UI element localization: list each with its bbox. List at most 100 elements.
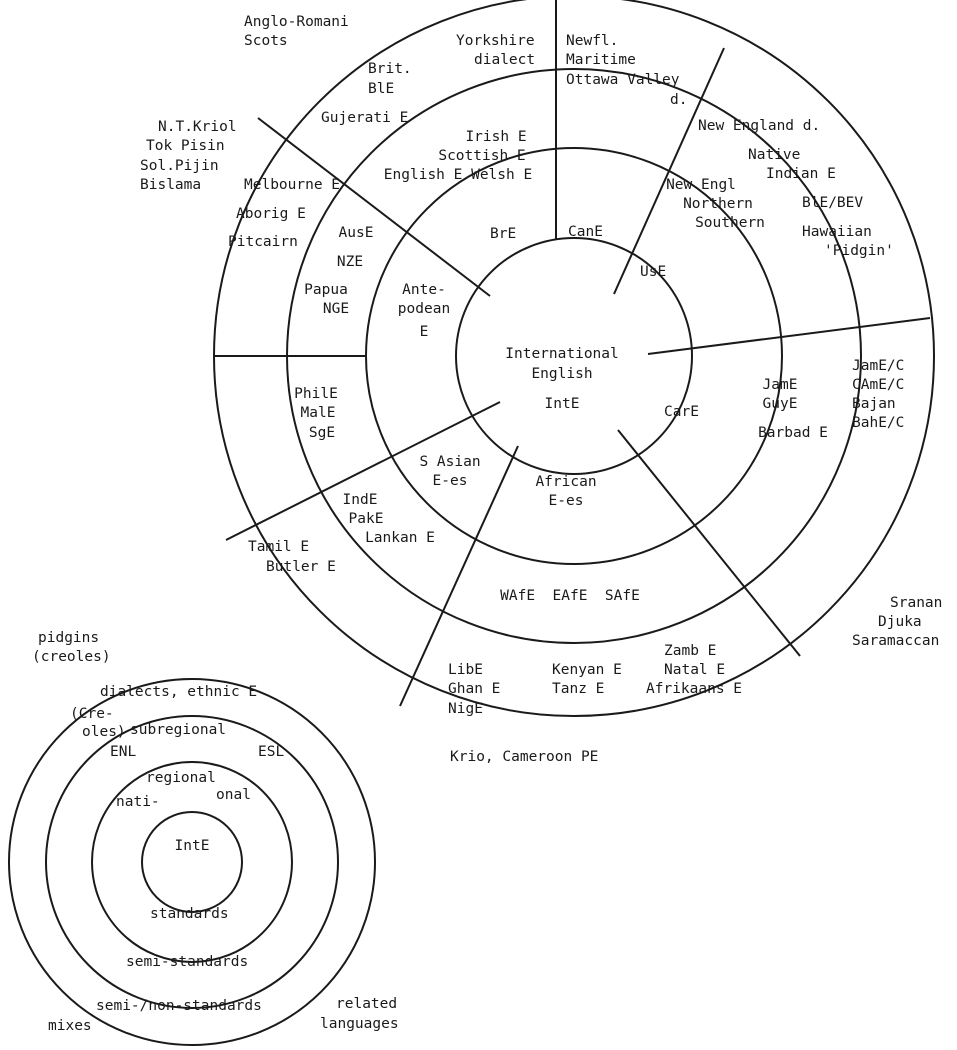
middle-southasian-line1: IndE <box>343 492 378 508</box>
outer-african-south-line3: Afrikaans E <box>646 681 742 697</box>
outer-us-line5: Hawaiian <box>802 224 872 240</box>
outer-caribbean-line4: BahE/C <box>852 415 904 431</box>
outer-african-south-line1: Zamb E <box>664 643 716 659</box>
outer-canadian-line3: Ottawa Valley <box>566 72 680 88</box>
outside-right-line2: Djuka <box>878 614 922 630</box>
key-related-line1: related <box>336 996 397 1012</box>
key-national-line2: onal <box>216 787 251 803</box>
spoke-antepodean-brE <box>257 117 491 297</box>
inner-brE: BrE <box>490 226 516 242</box>
outer-caribbean-line3: Bajan <box>852 396 896 412</box>
center-label-line1: International <box>505 346 619 362</box>
center-label-line2: English <box>531 366 592 382</box>
outer-british-line1: Brit. <box>368 61 412 77</box>
key-esl: ESL <box>258 744 284 760</box>
outer-australasian-line1: Melbourne E <box>244 177 340 193</box>
inner-african-line1: African <box>535 474 596 490</box>
key-third-ring <box>91 761 293 963</box>
inner-african-line2: E-es <box>549 493 584 509</box>
key-mixes: mixes <box>48 1018 92 1034</box>
key-pidgins-line1: pidgins <box>38 630 99 646</box>
middle-african: WAfE EAfE SAfE <box>500 588 640 604</box>
middle-seasian-line3: SgE <box>309 425 335 441</box>
outer-yorkshire-line1: Yorkshire <box>456 33 535 49</box>
key-standards: standards <box>150 906 229 922</box>
center-label-line3: IntE <box>545 396 580 412</box>
outer-us-line6: 'Pidgin' <box>824 243 894 259</box>
middle-seasian-line1: PhilE <box>294 386 338 402</box>
outer-southasian-line2: Butler E <box>266 559 336 575</box>
outer-us-line2: Native <box>748 147 800 163</box>
outer-african-south-line2: Natal E <box>664 662 725 678</box>
middle-australasian-line2: NZE <box>337 254 363 270</box>
spoke-canE-usE <box>613 47 725 295</box>
key-circle-diagram: pidgins (creoles) dialects, ethnic E (Cr… <box>8 630 399 1046</box>
outer-australasian-line3: Pitcairn <box>228 234 298 250</box>
main-circle-diagram: International English IntE BrE CanE UsE … <box>140 0 942 765</box>
outside-left-line1: N.T.Kriol <box>158 119 237 135</box>
key-semi-standards: semi-standards <box>126 954 248 970</box>
middle-seasian-line2: MalE <box>301 405 336 421</box>
middle-british-line3: English E Welsh E <box>384 167 532 183</box>
key-subregional: subregional <box>130 722 226 738</box>
inner-carE: CarE <box>664 404 699 420</box>
outer-african-west-line1: LibE <box>448 662 483 678</box>
spoke-sasian-seasian <box>225 401 501 541</box>
key-creoles-line2: oles) <box>82 724 126 740</box>
inner-sasian-line1: S Asian <box>419 454 480 470</box>
outside-bottom: Krio, Cameroon PE <box>450 749 598 765</box>
outer-us-line1: New England d. <box>698 118 820 134</box>
middle-caribbean-line2: GuyE <box>763 396 798 412</box>
key-related-line2: languages <box>320 1016 399 1032</box>
outer-british-line3: Gujerati E <box>321 110 408 126</box>
inner-antepodean-line1: Ante- <box>402 282 446 298</box>
outer-us-line4: BlE/BEV <box>802 195 863 211</box>
outer-yorkshire-line2: dialect <box>474 52 535 68</box>
outside-topleft-line2: Scots <box>244 33 288 49</box>
key-creoles-line1: (Cre- <box>70 706 114 722</box>
inner-canE: CanE <box>568 224 603 240</box>
middle-british-line1: Irish E <box>465 129 526 145</box>
middle-australasian-line1: AusE <box>339 225 374 241</box>
key-regional: regional <box>146 770 216 786</box>
spoke-usE-carE <box>647 317 931 355</box>
center-ring <box>455 237 693 475</box>
outer-british-line2: BlE <box>368 81 394 97</box>
middle-southasian-line2: PakE <box>349 511 384 527</box>
spoke-carE-african <box>617 429 801 657</box>
outer-canadian-line4: d. <box>670 92 687 108</box>
key-national-line1: nati- <box>116 794 160 810</box>
outer-african-west-line3: NigE <box>448 701 483 717</box>
outside-left-line2: Tok Pisin <box>146 138 225 154</box>
middle-australasian-line3: Papua <box>304 282 348 298</box>
outer-southasian-line1: Tamil E <box>248 539 309 555</box>
inner-antepodean-line2: podean <box>398 301 450 317</box>
outside-left-line3: Sol.Pijin <box>140 158 219 174</box>
middle-us-line2: Northern <box>683 196 753 212</box>
middle-us-line3: Southern <box>695 215 765 231</box>
inner-antepodean-line3: E <box>420 324 429 340</box>
key-center-ring <box>141 811 243 913</box>
inner-usE: UsE <box>640 264 666 280</box>
key-pidgins-line2: (creoles) <box>32 649 111 665</box>
middle-british-line2: Scottish E <box>438 148 525 164</box>
key-second-ring <box>45 715 339 1009</box>
outer-african-west-line2: Ghan E <box>448 681 500 697</box>
key-enl: ENL <box>110 744 136 760</box>
outside-right-line3: Saramaccan <box>852 633 939 649</box>
outer-african-east-line2: Tanz E <box>552 681 604 697</box>
outer-caribbean-line1: JamE/C <box>852 358 904 374</box>
middle-australasian-line4: NGE <box>323 301 349 317</box>
middle-caribbean-line1: JamE <box>763 377 798 393</box>
key-outer-ring <box>8 678 376 1046</box>
outer-australasian-line2: Aborig E <box>236 206 306 222</box>
outer-caribbean-line2: CAmE/C <box>852 377 904 393</box>
middle-caribbean-line3: Barbad E <box>758 425 828 441</box>
key-non-standards: semi-/non-standards <box>96 998 262 1014</box>
outer-us-line3: Indian E <box>766 166 836 182</box>
outer-african-east-line1: Kenyan E <box>552 662 622 678</box>
outer-canadian-line2: Maritime <box>566 52 636 68</box>
middle-southasian-line3: Lankan E <box>365 530 435 546</box>
inner-sasian-line2: E-es <box>433 473 468 489</box>
